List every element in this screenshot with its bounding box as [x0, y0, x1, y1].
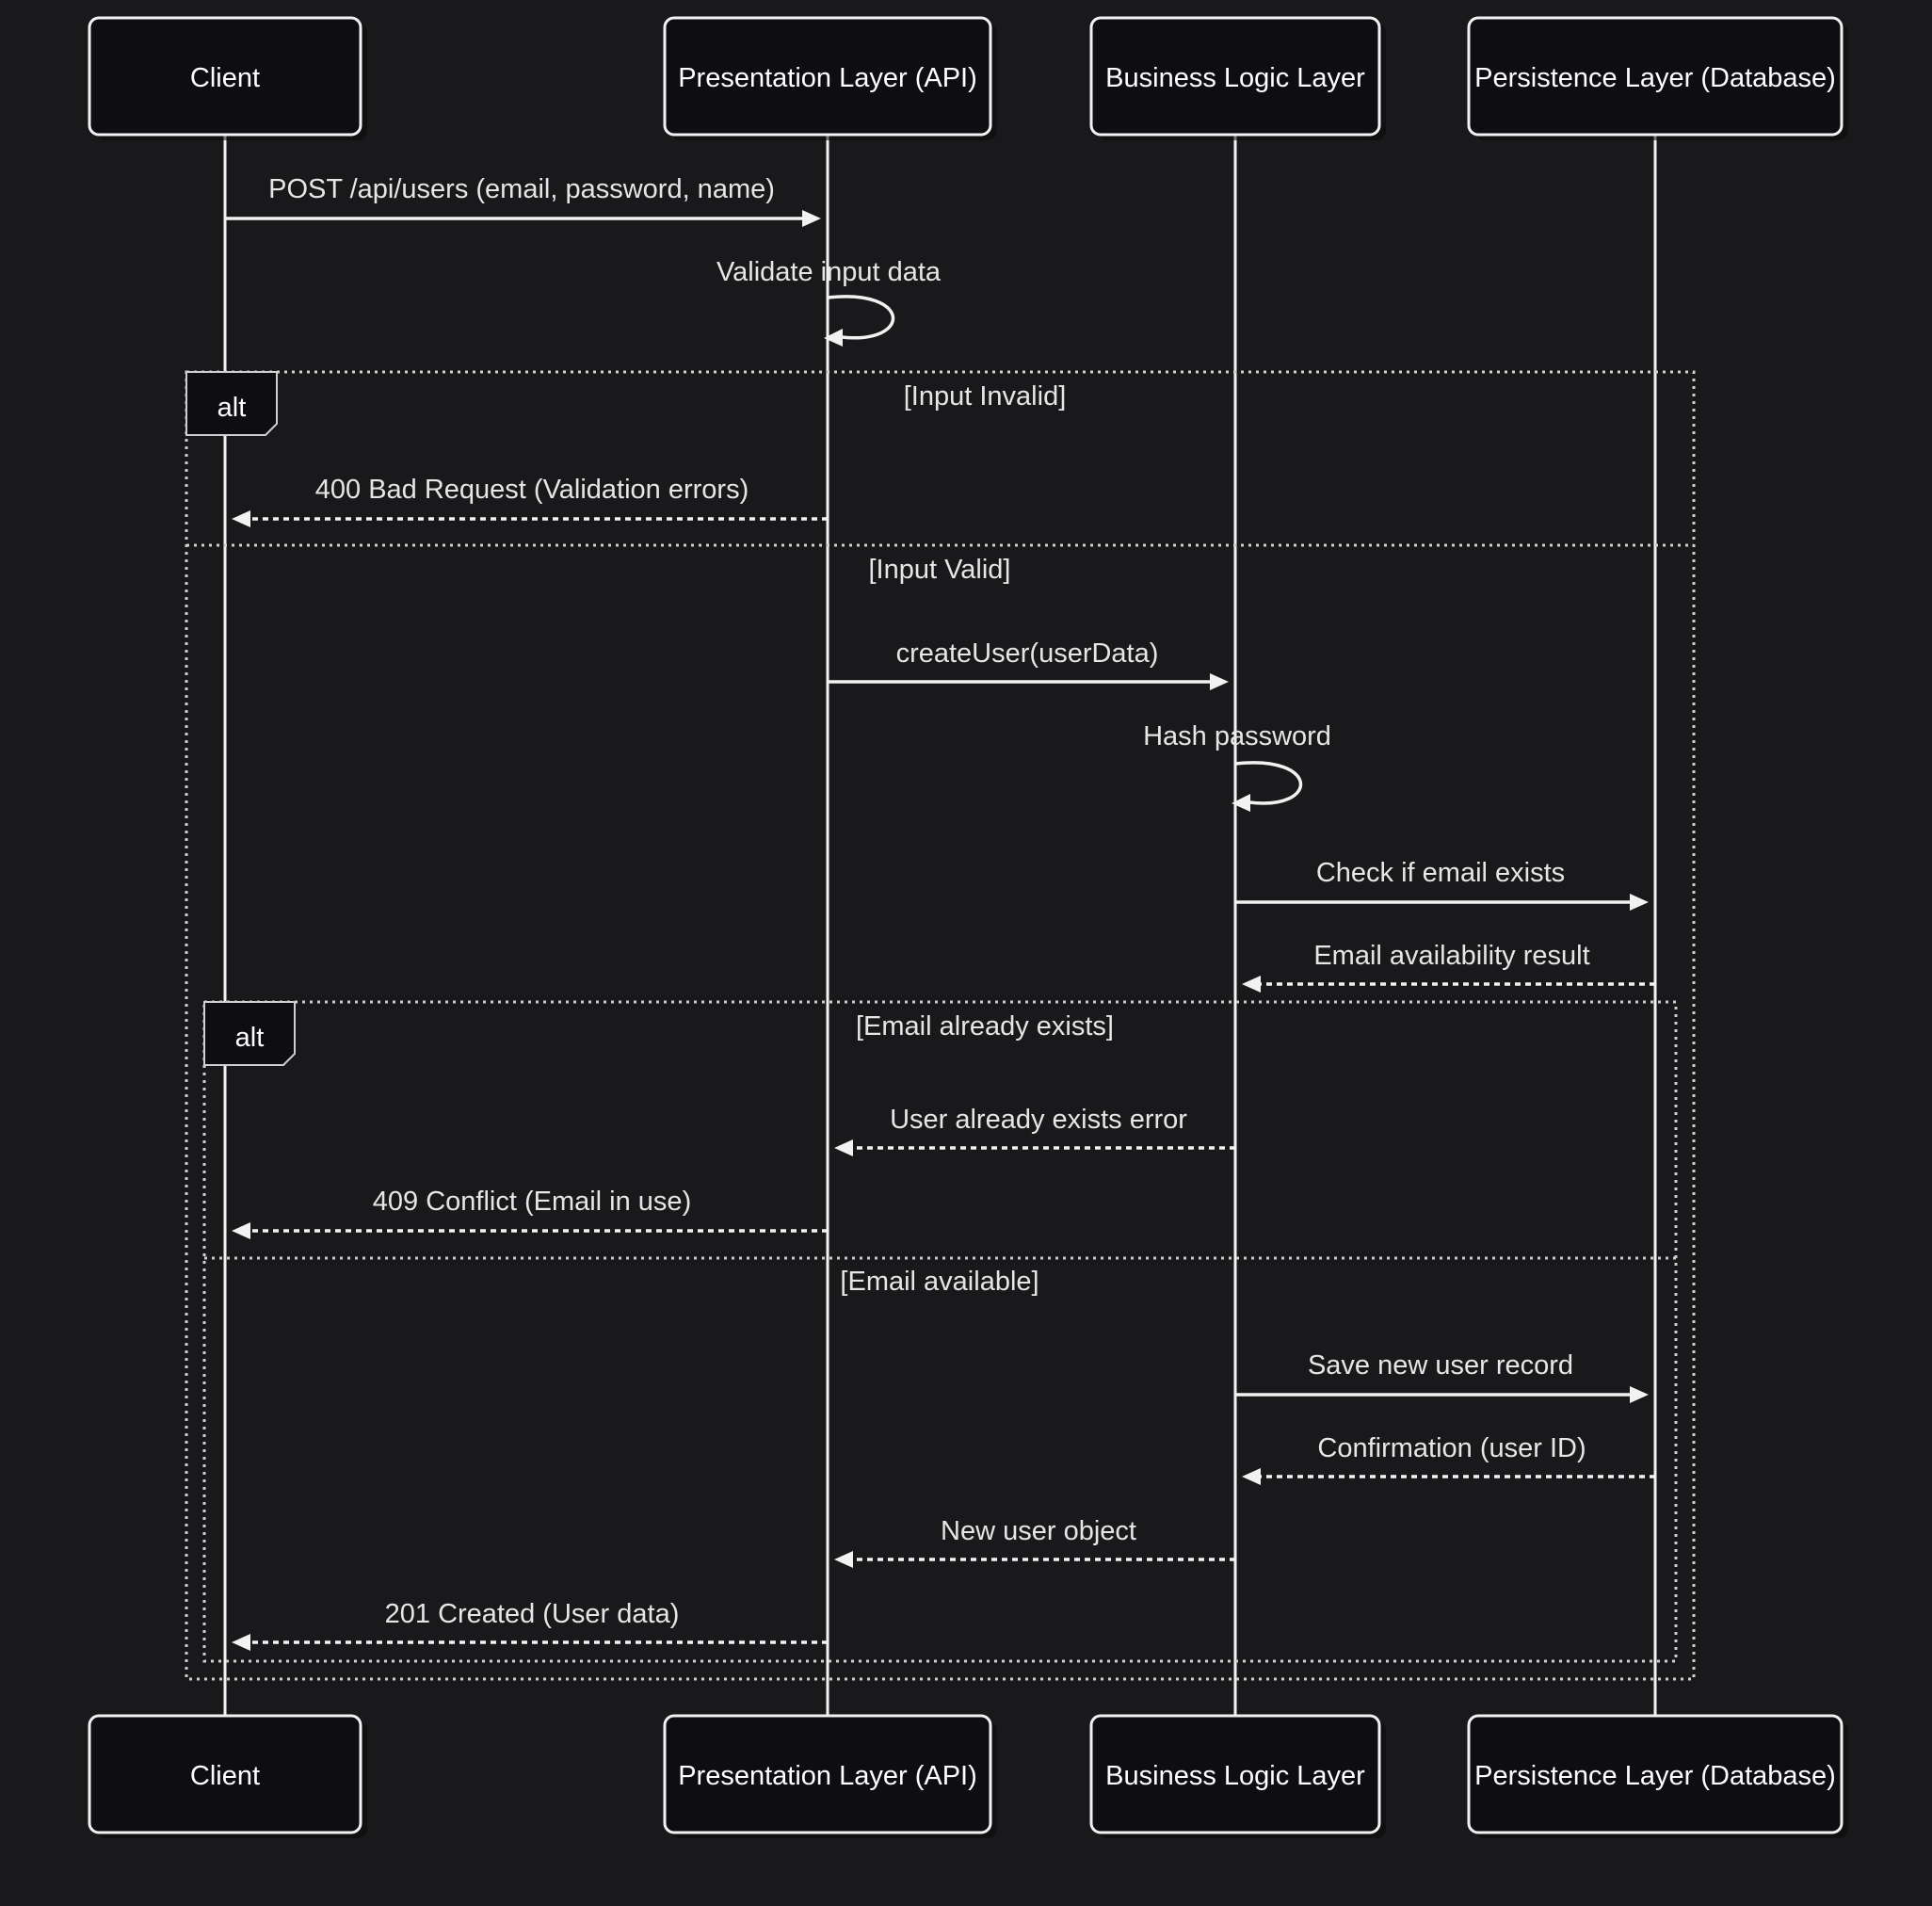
alt-frame-outer: alt [Input Invalid] [Input Valid] [185, 370, 1696, 1681]
message-new-user-object: New user object [834, 1516, 1235, 1568]
message-hash-password: Hash password [1143, 721, 1331, 812]
actor-label: Persistence Layer (Database) [1474, 1761, 1836, 1791]
alt-frame-outer-tab [185, 371, 278, 436]
actor-label: Business Logic Layer [1105, 1761, 1365, 1791]
actor-box [663, 16, 992, 137]
alt-frame-outer-border [185, 370, 1696, 1681]
actor-label: Client [190, 63, 260, 93]
message-label: Email availability result [1313, 941, 1589, 971]
alt-frame-inner-border [202, 1000, 1678, 1663]
message-label: POST /api/users (email, password, name) [268, 174, 775, 204]
message-confirmation: Confirmation (user ID) [1242, 1433, 1655, 1485]
actor-box [1089, 16, 1381, 137]
actor-box [88, 16, 362, 137]
message-label: Save new user record [1308, 1350, 1573, 1381]
message-label: 201 Created (User data) [385, 1599, 680, 1629]
alt-frame-inner-condition-1: [Email already exists] [856, 1011, 1114, 1042]
message-label: Validate input data [716, 257, 942, 287]
actor-box [1467, 16, 1843, 137]
message-create-user: createUser(userData) [828, 638, 1229, 690]
self-call-loop [827, 295, 895, 340]
actor-label: Business Logic Layer [1105, 63, 1365, 93]
message-user-exists-error: User already exists error [834, 1105, 1235, 1156]
actor-database-top: Persistence Layer (Database) [1467, 16, 1848, 140]
message-save-user-record: Save new user record [1235, 1350, 1649, 1403]
actor-label: Presentation Layer (API) [678, 1761, 977, 1791]
alt-frame-outer-condition-2: [Input Valid] [868, 555, 1010, 585]
message-409-conflict: 409 Conflict (Email in use) [232, 1187, 828, 1239]
arrowhead-icon [834, 1551, 853, 1568]
actors-bottom: Client Presentation Layer (API) Business… [88, 1714, 1848, 1838]
actor-business-logic-bottom: Business Logic Layer [1089, 1714, 1386, 1838]
actor-box [88, 1714, 362, 1834]
actors-top: Client Presentation Layer (API) Business… [88, 16, 1848, 140]
message-label: Hash password [1143, 721, 1331, 751]
message-label: New user object [941, 1516, 1136, 1546]
message-label: 409 Conflict (Email in use) [373, 1187, 691, 1217]
actor-box [1467, 1714, 1843, 1834]
arrowhead-icon [1210, 673, 1229, 690]
actor-api-top: Presentation Layer (API) [663, 16, 997, 140]
arrowhead-icon [834, 1139, 853, 1156]
message-validate-input: Validate input data [716, 257, 942, 347]
message-201-created: 201 Created (User data) [232, 1599, 828, 1651]
arrowhead-icon [1232, 794, 1250, 812]
actor-client-bottom: Client [88, 1714, 367, 1838]
arrowhead-icon [232, 1634, 250, 1651]
alt-frame-inner-tab [203, 1001, 296, 1066]
message-label: Check if email exists [1316, 858, 1565, 888]
arrowhead-icon [1630, 894, 1649, 911]
arrowhead-icon [1242, 1468, 1261, 1485]
actor-business-logic-top: Business Logic Layer [1089, 16, 1386, 140]
message-email-availability: Email availability result [1242, 941, 1655, 993]
actor-box [663, 1714, 992, 1834]
arrowhead-icon [232, 1222, 250, 1239]
actor-api-bottom: Presentation Layer (API) [663, 1714, 997, 1838]
arrowhead-icon [232, 510, 250, 527]
actor-database-bottom: Persistence Layer (Database) [1467, 1714, 1848, 1838]
alt-frame-outer-keyword: alt [217, 393, 247, 423]
message-label: createUser(userData) [896, 638, 1159, 669]
message-label: Confirmation (user ID) [1317, 1433, 1586, 1463]
actor-client-top: Client [88, 16, 367, 140]
actor-box [1089, 1714, 1381, 1834]
lifelines [223, 134, 1657, 1716]
alt-frame-inner-condition-2: [Email available] [840, 1267, 1038, 1297]
arrowhead-icon [824, 329, 843, 347]
actor-label: Persistence Layer (Database) [1474, 63, 1836, 93]
alt-frame-outer-condition-1: [Input Invalid] [904, 381, 1067, 412]
alt-frame-inner-keyword: alt [235, 1023, 265, 1053]
arrowhead-icon [1242, 976, 1261, 993]
arrowhead-icon [802, 210, 821, 227]
actor-label: Presentation Layer (API) [678, 63, 977, 93]
message-400-bad-request: 400 Bad Request (Validation errors) [232, 475, 828, 527]
alt-frame-inner: alt [Email already exists] [Email availa… [202, 1000, 1678, 1663]
message-post-api-users: POST /api/users (email, password, name) [225, 174, 821, 227]
message-label: User already exists error [890, 1105, 1187, 1135]
actor-label: Client [190, 1761, 260, 1791]
message-label: 400 Bad Request (Validation errors) [315, 475, 749, 505]
message-check-email: Check if email exists [1235, 858, 1649, 911]
messages: POST /api/users (email, password, name) … [225, 174, 1655, 1651]
arrowhead-icon [1630, 1386, 1649, 1403]
self-call-loop [1234, 761, 1303, 805]
